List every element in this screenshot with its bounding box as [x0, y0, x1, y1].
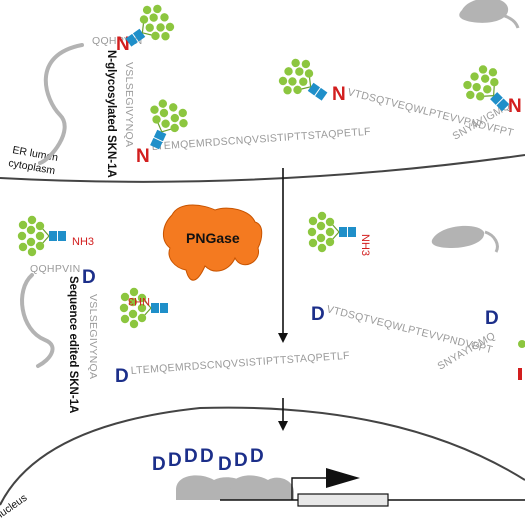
gene-box: [297, 493, 389, 507]
top-residue-n2: N: [136, 146, 150, 167]
bottom-tail-right: [484, 230, 499, 253]
er-membrane: [0, 154, 525, 183]
nuc-d4: D: [200, 446, 214, 467]
pngase-label: PNGase: [186, 230, 240, 246]
top-loop: [38, 43, 84, 165]
edge-mark-green: [518, 340, 525, 348]
n-glycosylated-label: N-glycosylated SKN-1A: [105, 50, 117, 178]
promoter-arrow: [291, 477, 330, 500]
bottom-residue-d1: D: [82, 267, 96, 288]
free-glycan-middle: [119, 287, 169, 329]
top-residue-n4: N: [508, 96, 522, 117]
edge-mark-red: [518, 368, 522, 380]
nh3-right: NH3: [359, 234, 371, 256]
free-glycan-right: [307, 211, 357, 253]
sequence-edited-label: Sequence edited SKN-1A: [67, 276, 79, 413]
bound-aspartates: D D D D D D D: [152, 446, 264, 475]
glycan-n3: [272, 51, 337, 114]
bottom-loop: [20, 273, 55, 368]
nuc-d7: D: [250, 446, 264, 467]
bottom-blob-right: [431, 225, 485, 248]
nuc-d2: D: [168, 450, 182, 471]
pngase-enzyme: [163, 204, 263, 281]
free-glycan-left: [17, 215, 67, 257]
nuc-d1: D: [152, 454, 166, 475]
bottom-seq-vertical: VSLSEGIVYNQA: [87, 294, 99, 379]
promoter-arrowhead: [326, 468, 360, 488]
top-blob-right: [459, 0, 509, 23]
top-seq-vertical: VSLSEGIVYNQA: [123, 62, 135, 147]
nh3-left: NH3: [72, 236, 94, 248]
bottom-residue-d2: D: [115, 366, 129, 387]
nucleus-membrane: [0, 406, 525, 506]
nuc-d3: D: [184, 446, 198, 467]
top-seq-bottom: LTEMQEMRDSCNQVSISTIPTTSTAQPETLF: [151, 126, 371, 153]
nuc-d5: D: [218, 454, 232, 475]
bottom-residue-d3: D: [311, 304, 325, 325]
bottom-seq-left: QQHPVIN: [30, 263, 81, 275]
top-residue-n3: N: [332, 84, 346, 105]
proteasome-b: [230, 475, 294, 500]
bottom-seq-bottom: LTEMQEMRDSCNQVSISTIPTTSTAQPETLF: [130, 350, 350, 377]
bottom-residue-d4: D: [485, 308, 499, 329]
nuc-d6: D: [234, 450, 248, 471]
nh3-middle: NH3: [128, 295, 150, 307]
